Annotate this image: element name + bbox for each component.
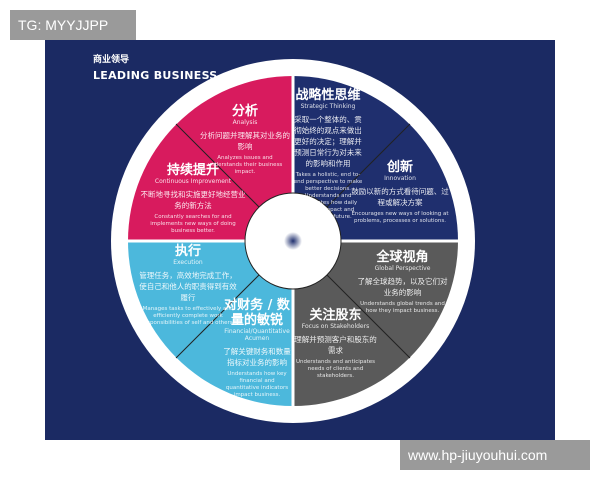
segment-title-zh: 持续提升: [166, 163, 219, 178]
diagram-title: 商业领导 LEADING BUSINESS: [93, 52, 218, 82]
segment-desc-zh: 鼓励以新的方式看待问题、过程或解决方案: [351, 187, 449, 207]
watermark-bottom-right: www.hp-jiuyouhui.com: [400, 440, 590, 470]
segment-analysis: 分析 Analysis 分析问题并理解其对业务的影响 Analyzes issu…: [200, 104, 290, 176]
segment-desc-zh: 了解关键财务和数量指标对业务的影响: [223, 347, 291, 367]
segment-title-en: Global Perspective: [374, 265, 431, 272]
segment-stakeholders: 关注股东 Focus on Stakeholders 理解并预测客户和股东的需求…: [293, 308, 378, 380]
title-en: LEADING BUSINESS: [93, 69, 218, 82]
segment-title-en: Strategic Thinking: [300, 103, 356, 110]
segment-desc-en: Understands and anticipates needs of cli…: [295, 359, 376, 379]
segment-title-zh: 全球视角: [376, 250, 429, 265]
segment-title-zh: 关注股东: [309, 308, 362, 323]
title-zh: 商业领导: [93, 55, 130, 65]
segment-desc-en: Understands how key financial and quanti…: [225, 371, 289, 398]
segment-desc-zh: 分析问题并理解其对业务的影响: [200, 131, 290, 151]
segment-desc-en: Understands global trends and how they i…: [360, 301, 445, 314]
center-dot: [284, 232, 302, 250]
segment-title-zh: 创新: [386, 160, 413, 175]
segment-desc-en: Analyzes issues and understands their bu…: [207, 155, 283, 175]
segment-title-en: Analysis: [232, 119, 258, 126]
segment-continuous-improvement: 持续提升 Continuous Improvement 不断地寻找和实施更好地经…: [138, 163, 248, 235]
segment-title-en: Innovation: [384, 175, 416, 182]
segment-desc-zh: 采取一个整体的、贯彻始终的观点来做出更好的决定；理解并预测日常行为对未来的影响和…: [294, 115, 362, 168]
segment-desc-zh: 管理任务，高效地完成工作，使自己和他人的职责得到有效履行: [139, 271, 237, 302]
segment-title-en: Continuous Improvement: [154, 178, 232, 185]
watermark-top-left: TG: MYYJJPP: [10, 10, 136, 40]
segment-title-en: Focus on Stakeholders: [301, 323, 370, 330]
segment-global-perspective: 全球视角 Global Perspective 了解全球趋势，以及它们对业务的影…: [355, 250, 450, 315]
segment-title-zh: 分析: [231, 104, 258, 119]
segment-title-zh: 战略性思维: [295, 88, 361, 103]
segment-desc-zh: 了解全球趋势，以及它们对业务的影响: [357, 277, 448, 297]
segment-title-en: Execution: [173, 259, 203, 266]
segment-financial-acumen: 对财务 / 数量的敏锐 Financial/Quantitative Acume…: [222, 298, 292, 399]
segment-title-en: Financial/Quantitative Acumen: [224, 328, 290, 342]
segment-desc-en: Takes a holistic, end to-end perspective…: [293, 172, 363, 220]
segment-desc-zh: 不断地寻找和实施更好地经营业务的新方法: [140, 190, 246, 210]
segment-desc-zh: 理解并预测客户和股东的需求: [294, 335, 377, 355]
segment-execution: 执行 Execution 管理任务，高效地完成工作，使自己和他人的职责得到有效履…: [138, 244, 238, 327]
segment-innovation: 创新 Innovation 鼓励以新的方式看待问题、过程或解决方案 Encour…: [350, 160, 450, 225]
segment-desc-en: Manages tasks to effectively and efficie…: [141, 306, 235, 326]
segment-strategic-thinking: 战略性思维 Strategic Thinking 采取一个整体的、贯彻始终的观点…: [293, 88, 363, 221]
segment-desc-en: Constantly searches for and implements n…: [150, 214, 236, 234]
segment-desc-en: Encourages new ways of looking at proble…: [351, 211, 449, 224]
segment-title-zh: 执行: [174, 244, 201, 259]
segment-title-zh: 对财务 / 数量的敏锐: [224, 298, 290, 328]
